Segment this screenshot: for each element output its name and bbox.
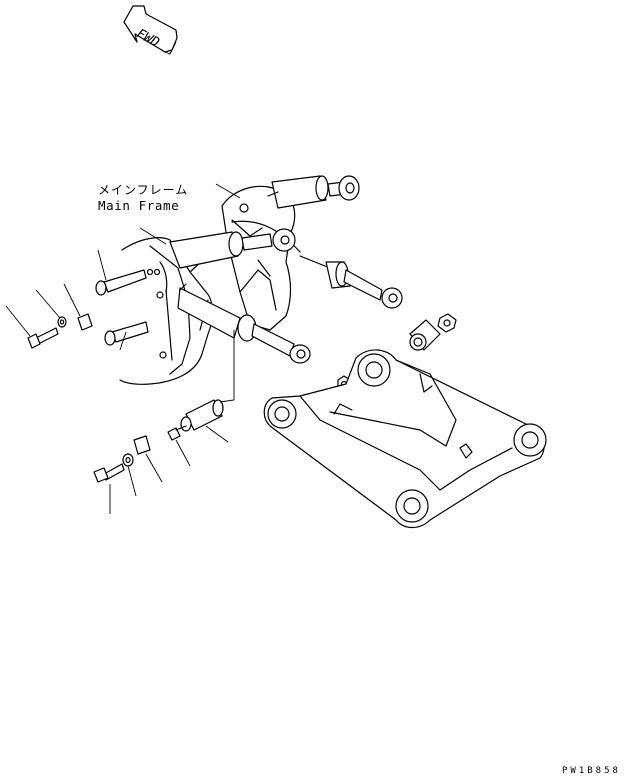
cylinder-upper <box>231 175 360 253</box>
leader-lines <box>5 183 241 514</box>
bolt-lower-icon <box>93 463 125 483</box>
main-frame-label-english: Main Frame <box>98 198 180 213</box>
cylinder-lower <box>177 283 311 364</box>
fwd-arrow-icon <box>123 5 178 55</box>
nut-icon <box>437 313 457 333</box>
main-frame <box>119 185 296 385</box>
grease-fitting-icon <box>167 425 187 441</box>
cylinder-middle <box>169 228 403 309</box>
bushing <box>409 319 441 351</box>
washer-upper-icon <box>57 316 67 328</box>
bolt-upper-icon <box>27 327 59 349</box>
drawing-code: PW1B858 <box>562 766 621 776</box>
main-frame-label-japanese: メインフレーム <box>98 183 189 197</box>
plate-upper <box>77 313 93 331</box>
pin-lower <box>180 399 224 432</box>
plate-lower <box>133 435 151 455</box>
pin-middle <box>104 321 149 346</box>
swing-arm <box>263 349 547 529</box>
pin-upper <box>95 269 147 296</box>
washer-lower-icon <box>122 453 134 467</box>
